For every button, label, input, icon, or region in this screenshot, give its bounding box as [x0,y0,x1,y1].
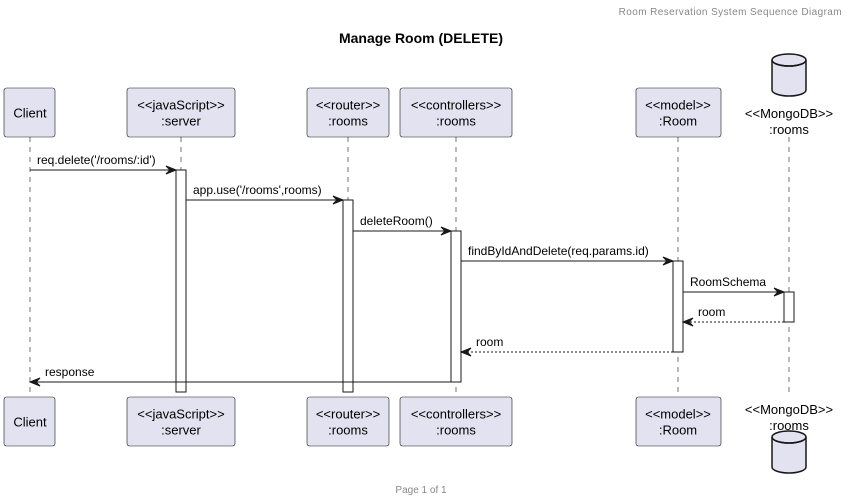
participant-label: :Room [659,423,697,438]
participant-server-bottom: <<javaScript>>:server [126,396,236,447]
participants-top: Client<<javaScript>>:server<<router>>:ro… [3,53,833,138]
participant-router-top: <<router>>:rooms [306,87,390,138]
participant-db-top: <<MongoDB>>:rooms [745,53,833,137]
arrowhead [681,317,694,327]
participant-box [3,396,56,447]
participants-bottom: Client<<javaScript>>:server<<router>>:ro… [3,396,833,474]
participant-box [635,396,722,447]
message-label: room [476,335,503,349]
message-1: req.delete('/rooms/:id') [30,153,178,175]
participant-box [306,87,390,138]
database-icon [771,430,807,474]
message-4: findByIdAndDelete(req.params.id) [461,244,675,266]
participant-label: :server [161,423,201,438]
participant-label: <<model>> [645,98,711,113]
participant-label: <<router>> [316,98,380,113]
participant-box [126,396,236,447]
arrowhead [165,165,178,175]
participant-label: :rooms [328,423,368,438]
participant-label: <<MongoDB>> [745,106,833,121]
participant-label: <<router>> [316,407,380,422]
participant-box [306,396,390,447]
arrowhead [332,195,345,205]
participant-box [399,87,513,138]
database-icon [771,53,807,97]
participant-client-bottom: Client [3,396,56,447]
activation-server [175,169,187,393]
message-8: response [28,365,451,387]
message-label: app.use('/rooms',rooms) [193,183,322,197]
arrowhead [773,287,786,297]
activation-model [672,260,684,353]
arrowhead [662,256,675,266]
message-6: room [681,305,784,327]
participant-server-top: <<javaScript>>:server [126,87,236,138]
participant-label: :server [161,114,201,129]
activation-db [783,291,795,323]
participant-label: :rooms [436,114,476,129]
activation-controller [450,230,462,383]
diagram-title: Manage Room (DELETE) [339,30,503,46]
participant-label: :Room [659,114,697,129]
participant-label: <<MongoDB>> [745,402,833,417]
message-2: app.use('/rooms',rooms) [186,183,345,205]
message-label: RoomSchema [690,275,766,289]
participant-box [3,87,56,138]
participant-label: :rooms [769,122,809,137]
participant-label: Client [13,106,47,121]
participant-label: :rooms [769,418,809,433]
participant-label: Client [13,415,47,430]
activation-router [342,199,354,393]
message-label: findByIdAndDelete(req.params.id) [468,244,649,258]
messages: req.delete('/rooms/:id') app.use('/rooms'… [28,153,786,387]
arrowhead [459,347,472,357]
participant-client-top: Client [3,87,56,138]
participant-label: :rooms [436,423,476,438]
message-label: room [698,305,725,319]
participant-box [126,87,236,138]
participant-box [635,87,722,138]
participant-model-top: <<model>>:Room [635,87,722,138]
message-label: req.delete('/rooms/:id') [37,153,156,167]
participant-label: <<javaScript>> [137,98,224,113]
activation-bars [175,169,795,393]
message-5: RoomSchema [683,275,786,297]
participant-controller-top: <<controllers>>:rooms [399,87,513,138]
arrowhead [440,226,453,236]
participant-label: <<javaScript>> [137,407,224,422]
participant-controller-bottom: <<controllers>>:rooms [399,396,513,447]
participant-label: <<controllers>> [411,407,501,422]
participant-label: <<controllers>> [411,98,501,113]
participant-model-bottom: <<model>>:Room [635,396,722,447]
page-footer: Page 1 of 1 [395,485,447,496]
participant-router-bottom: <<router>>:rooms [306,396,390,447]
participant-db-bottom: <<MongoDB>>:rooms [745,402,833,474]
participant-label: :rooms [328,114,368,129]
participant-label: <<model>> [645,407,711,422]
participant-box [399,396,513,447]
message-label: response [45,365,95,379]
message-3: deleteRoom() [353,214,453,236]
message-label: deleteRoom() [360,214,433,228]
diagram-header: Room Reservation System Sequence Diagram [619,7,842,18]
arrowhead [28,377,41,387]
message-7: room [459,335,673,357]
